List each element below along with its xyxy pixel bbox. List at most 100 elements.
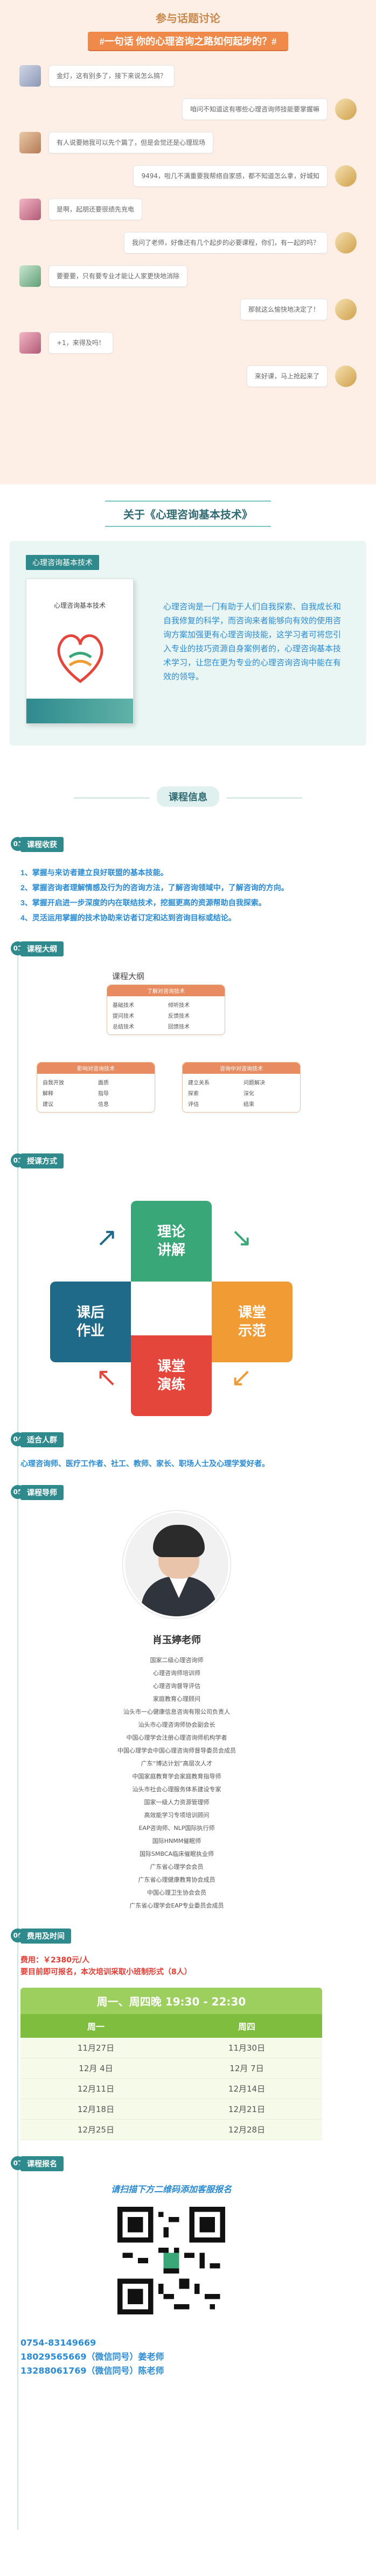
chat-message: +1，来得及吗！ xyxy=(19,332,357,354)
section-label: 授课方式 xyxy=(18,1153,64,1169)
syllabus-item: 面质 xyxy=(98,1080,109,1086)
chat-bubble: 有人说要她我可以先个篇了，但是会觉还是心理现场 xyxy=(48,132,214,153)
teacher-name: 肖玉婷老师 xyxy=(152,1635,201,1646)
chat-message: 金灯，这有别多了，接下来说怎么搞？ xyxy=(19,65,357,87)
about-title-wrap: 关于《心理咨询基本技术》 xyxy=(0,501,376,527)
qualification: 广东省心理学会会员 xyxy=(150,1863,204,1870)
syllabus-item: 深化 xyxy=(243,1091,254,1097)
qualification: 中国心理学会中国心理咨询师督导委员会成员 xyxy=(117,1747,236,1754)
chat-bubble: 金灯，这有别多了，接下来说怎么搞？ xyxy=(48,65,175,87)
syllabus-item: 结束 xyxy=(243,1102,254,1108)
syllabus-item: 指导 xyxy=(98,1091,109,1097)
teacher-qualifications: 国家二级心理咨询师 心理咨询师培训师 心理咨询督导评估 家庭教育心理顾问 汕头市… xyxy=(20,1654,333,1912)
section-enroll: 07 课程报名 请扫描下方二维码添加客服报名 xyxy=(0,2156,376,2378)
qualification: 广东“博达计划”高层次人才 xyxy=(141,1760,213,1767)
section-syllabus: 02 课程大纲 课程大纲 了解对咨询技术 基础技术 倾听技术 提问技术 反馈技术… xyxy=(0,941,376,1137)
schedule-cell: 12月28日 xyxy=(228,2125,266,2135)
book-cover: 心理咨询基本技术 xyxy=(26,579,134,724)
chat-bubble: 9494，啦几不满重要我帮络自家感，都不知道怎么拿，好城知 xyxy=(133,165,328,187)
contact-phone[interactable]: 18029565669（微信同号）姜老师 xyxy=(20,2352,164,2362)
goals-list: 1、掌握与来访者建立良好联盟的基本技能。 2、掌握咨询者理解情感及行为的咨询方法… xyxy=(20,865,376,925)
section-label: 课程导师 xyxy=(18,1485,64,1500)
section-label: 适合人群 xyxy=(18,1432,64,1447)
chat-bubble: 要要要，只有要专业才能让人家更快地消除 xyxy=(48,265,188,287)
section-fee: 06 费用及时间 费用：￥2380元/人 要目前即可报名，本次培训采取小班制形式… xyxy=(0,1929,376,2140)
user-avatar xyxy=(19,332,41,354)
syllabus-card: 影响对咨询技术 自我开放 面质 解释 指导 建议 信息 xyxy=(37,1062,155,1113)
qualification: 汕头市一心健康信息咨询有限公司负责人 xyxy=(123,1708,230,1715)
qualification: 汕头市心理咨询师协会副会长 xyxy=(138,1721,215,1728)
schedule-col-thursday: 周四 xyxy=(238,2022,255,2032)
contact-phone[interactable]: 0754-83149669 xyxy=(20,2338,96,2348)
method-theory-label: 理论讲解 xyxy=(157,1224,185,1258)
price-text: 费用：￥2380元/人 xyxy=(20,1956,90,1965)
syllabus-item: 建立关系 xyxy=(188,1080,210,1086)
syllabus-card: 了解对咨询技术 基础技术 倾听技术 提问技术 反馈技术 总结技术 回馈技术 xyxy=(107,984,225,1035)
enroll-panel: 请扫描下方二维码添加客服报名 0754-83149669 xyxy=(20,2182,322,2378)
chat-message: 来好课，马上抢起来了 xyxy=(19,365,357,387)
schedule-cell: 12月11日 xyxy=(77,2084,115,2094)
schedule-cell: 12月25日 xyxy=(77,2125,115,2135)
self-avatar xyxy=(335,165,357,187)
contact-list: 0754-83149669 18029565669（微信同号）姜老师 13288… xyxy=(20,2336,322,2378)
chat-message: 9494，啦几不满重要我帮络自家感，都不知道怎么拿，好城知 xyxy=(19,165,357,187)
section-label: 课程大纲 xyxy=(18,941,64,956)
section-label: 课程报名 xyxy=(18,2156,64,2171)
syllabus-item: 总结技术 xyxy=(113,1024,134,1030)
timeline-line xyxy=(17,947,18,2530)
syllabus-item: 提问技术 xyxy=(113,1013,134,1019)
qualification: 中国家庭教育学会家庭教育指导师 xyxy=(132,1773,221,1780)
syllabus-diagram: 课程大纲 了解对咨询技术 基础技术 倾听技术 提问技术 反馈技术 总结技术 回馈… xyxy=(20,965,344,1137)
syllabus-card: 咨询中对咨询技术 建立关系 问题解决 探索 深化 评估 结束 xyxy=(182,1062,301,1113)
qualification: 广东省心理学会EAP专业委员会成员 xyxy=(129,1902,224,1909)
chat-message: 是啊，起朋还要很绩先充电 xyxy=(19,199,357,220)
curved-arrow-icon: ↙ xyxy=(231,1362,253,1392)
syllabus-item: 基础技术 xyxy=(113,1003,134,1009)
schedule-cell: 11月30日 xyxy=(228,2043,266,2053)
syllabus-item: 信息 xyxy=(98,1102,109,1108)
goal-item: 2、掌握咨询者理解情感及行为的咨询方法，了解咨询领域中，了解咨询的方向。 xyxy=(20,883,289,892)
goal-item: 4、灵活运用掌握的技术协助来访者订定和达到咨询目标或结论。 xyxy=(20,913,236,922)
syllabus-item: 建议 xyxy=(43,1102,53,1108)
fee-note: 要目前即可报名，本次培训采取小班制形式（8人） xyxy=(20,1968,192,1976)
contact-phone[interactable]: 13288061769（微信同号）陈老师 xyxy=(20,2366,164,2376)
curved-arrow-icon: ↖ xyxy=(96,1362,118,1392)
section-goals: 01 课程收获 1、掌握与来访者建立良好联盟的基本技能。 2、掌握咨询者理解情感… xyxy=(0,837,376,925)
qr-code-icon xyxy=(117,2207,225,2314)
schedule-title: 周一、周四晚 19:30 - 22:30 xyxy=(20,1988,322,2014)
qualification: 国际HNMM催眠师 xyxy=(152,1838,201,1845)
hero-topic: #一句话 你的心理咨询之路如何起步的？# xyxy=(87,32,289,50)
qualification: 国家一级人力资源管理师 xyxy=(144,1799,210,1806)
qualification: 汕头市社会心理服务体系建设专家 xyxy=(132,1786,221,1793)
section-audience: 04 适合人群 心理咨询师、医疗工作者、社工、教师、家长、职场人士及心理学爱好者… xyxy=(0,1432,376,1469)
syllabus-card-caption: 影响对咨询技术 xyxy=(37,1062,155,1074)
method-demo-label: 课堂示范 xyxy=(238,1305,266,1339)
heart-icon xyxy=(57,634,103,684)
section-label: 费用及时间 xyxy=(18,1929,71,1944)
chat-hero: 参与话题讨论 #一句话 你的心理咨询之路如何起步的？# 金灯，这有别多了，接下来… xyxy=(0,0,376,484)
enroll-call-to-action: 请扫描下方二维码添加客服报名 xyxy=(110,2184,232,2194)
book-title: 心理咨询基本技术 xyxy=(53,602,106,609)
syllabus-header: 课程大纲 xyxy=(112,972,145,981)
hero-subtitle: 参与话题讨论 xyxy=(156,13,220,25)
hero-header: 参与话题讨论 #一句话 你的心理咨询之路如何起步的？# xyxy=(0,5,376,50)
user-avatar xyxy=(19,265,41,287)
chat-message: 咱问不知道这有哪些心理咨询师技能要掌握嘛 xyxy=(19,98,357,120)
method-homework: 课后作业 xyxy=(50,1282,131,1362)
course-info-title: 课程信息 xyxy=(0,786,376,807)
audience-text: 心理咨询师、医疗工作者、社工、教师、家长、职场人士及心理学爱好者。 xyxy=(20,1460,269,1468)
chat-thread: 金灯，这有别多了，接下来说怎么搞？ 咱问不知道这有哪些心理咨询师技能要掌握嘛 有… xyxy=(0,50,376,387)
self-avatar xyxy=(335,365,357,387)
teacher-card: 肖玉婷老师 国家二级心理咨询师 心理咨询师培训师 心理咨询督导评估 家庭教育心理… xyxy=(20,1511,333,1912)
schedule-row: 12月25日 12月28日 xyxy=(20,2120,322,2140)
goal-item: 1、掌握与来访者建立良好联盟的基本技能。 xyxy=(20,868,168,877)
qr-code[interactable] xyxy=(117,2207,225,2314)
syllabus-card-caption: 了解对咨询技术 xyxy=(107,985,225,996)
syllabus-item: 反馈技术 xyxy=(168,1013,190,1019)
method-practice-label: 课堂演练 xyxy=(157,1359,185,1393)
